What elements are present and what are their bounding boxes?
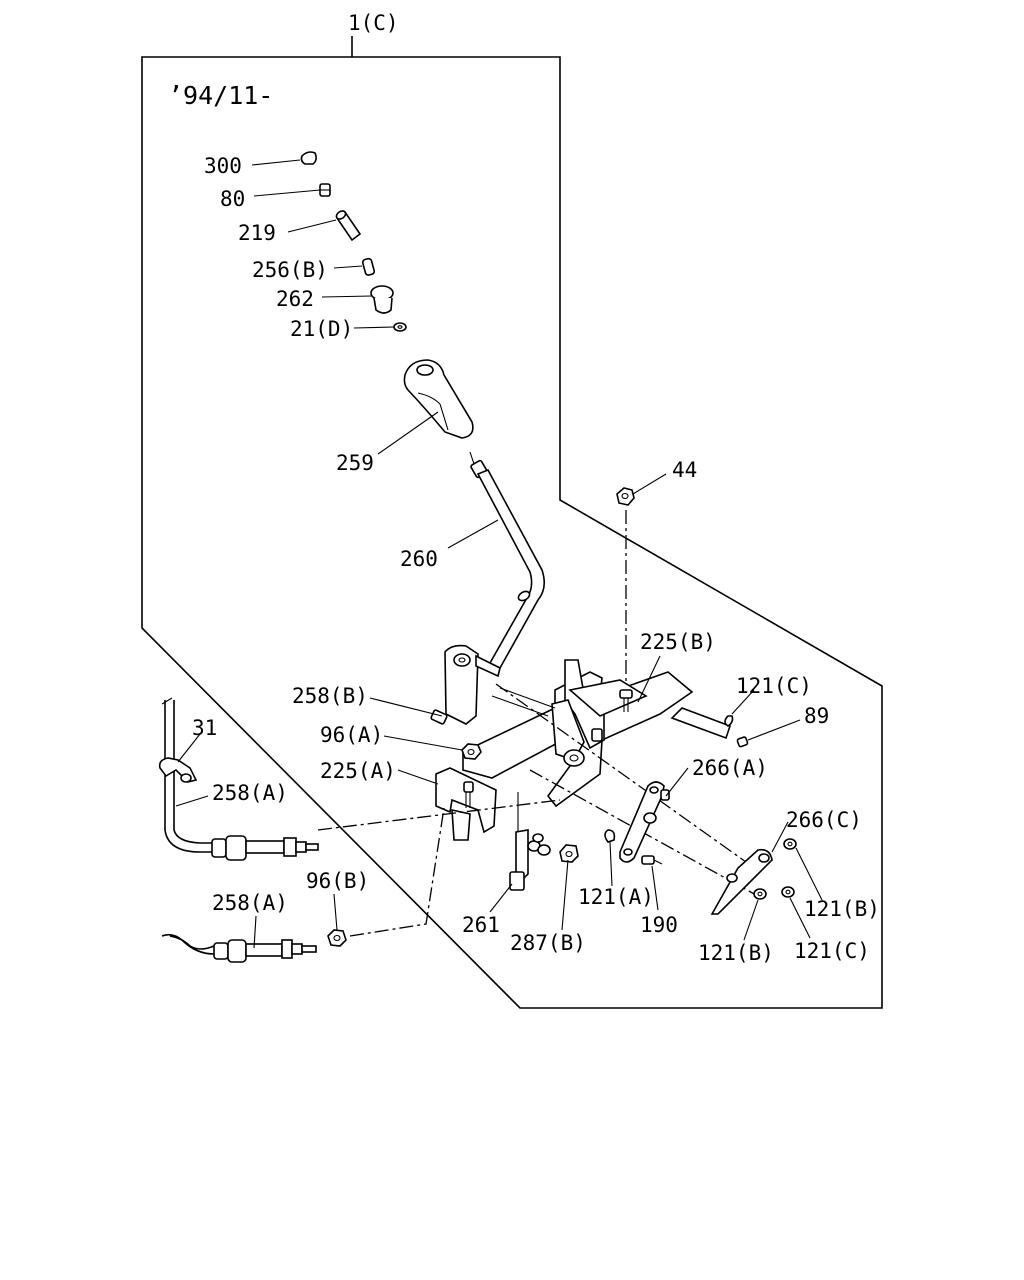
lever-266c [710,848,773,915]
callout-287b: 287(B) [510,931,586,955]
centerline-frame [495,683,761,873]
assembly-boundary [141,56,883,1009]
callout-258a-top: 258(A) [212,781,288,805]
callout-262: 262 [276,287,314,311]
bushing-262 [370,285,394,314]
nut-96a [461,743,482,760]
callout-300: 300 [204,154,242,178]
shift-lever-260 [469,451,546,670]
nut-44 [616,487,635,506]
clip-121c-top [724,715,734,727]
callout-121b-right: 121(B) [804,897,880,921]
callout-266c: 266(C) [786,808,862,832]
link-266a [619,781,670,863]
date-note: ’94/11- [168,81,273,110]
callout-225a: 225(A) [320,759,396,783]
shift-knob-259 [403,359,474,439]
clip-121b-bottom [753,888,767,900]
bolt-cluster [527,833,551,856]
nut-287b [559,844,579,863]
pin-219 [335,210,362,242]
callout-225b: 225(B) [640,630,716,654]
callout-256b: 256(B) [252,258,328,282]
bracket-261 [509,792,529,891]
bracket-225a [435,767,497,841]
leader-lines [175,159,823,949]
sleeve-256b [361,257,376,276]
callout-96b: 96(B) [306,869,369,893]
callout-121b-bottom: 121(B) [698,941,774,965]
callout-258b: 258(B) [292,684,368,708]
callout-258a-bottom: 258(A) [212,891,288,915]
callout-96a: 96(A) [320,723,383,747]
callout-261: 261 [462,913,500,937]
callout-121c-top: 121(C) [736,674,812,698]
callout-21d: 21(D) [290,317,353,341]
snap-ring-121a [604,829,616,843]
callout-44: 44 [672,458,697,482]
callout-121c-bottom: 121(C) [794,939,870,963]
callout-80: 80 [220,187,245,211]
assembly-ref: 1(C) [348,11,399,35]
bolt-225b [619,689,633,712]
callout-260: 260 [400,547,438,571]
shift-cable-258a-upper [161,697,319,861]
shift-cable-258a-lower [161,933,317,963]
callout-219: 219 [238,221,276,245]
clip-121c-bottom [781,886,795,898]
pin-89 [736,736,749,748]
centerline-258a-lower [349,807,445,937]
callout-190: 190 [640,913,678,937]
callout-266a: 266(A) [692,756,768,780]
washer-21d [393,322,407,332]
clip-121b-right [783,838,797,850]
lever-bracket-258b [430,644,501,725]
callout-89: 89 [804,704,829,728]
callout-31: 31 [192,716,217,740]
screw-80 [319,183,331,197]
shift-frame [462,659,732,808]
nut-96b [327,929,347,947]
callout-121a: 121(A) [578,885,654,909]
clamp-31 [158,757,198,783]
bolt-190 [641,855,663,865]
knob-cap-300 [300,151,317,165]
centerline-258a-upper [317,799,561,831]
callout-259: 259 [336,451,374,475]
